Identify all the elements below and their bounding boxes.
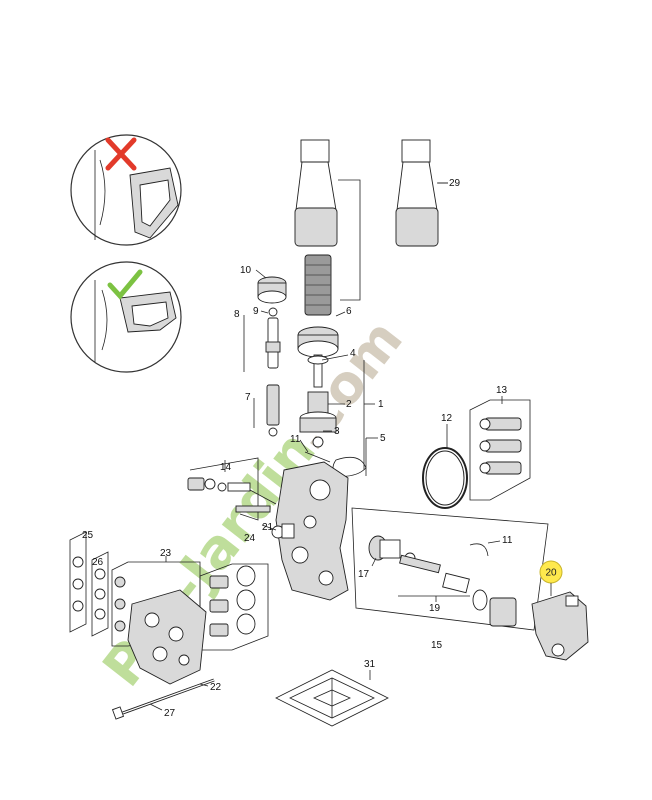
label-31: 31 xyxy=(364,659,376,680)
label-21: 21 xyxy=(261,522,277,533)
svg-text:6: 6 xyxy=(346,306,352,317)
seal-ring-10 xyxy=(257,276,287,304)
label-8: 8 xyxy=(234,309,245,372)
svg-text:8: 8 xyxy=(234,309,240,320)
cross-icon xyxy=(105,137,137,171)
label-23: 23 xyxy=(160,548,172,562)
filter-cap xyxy=(297,326,339,358)
gasket-set-31 xyxy=(275,669,389,727)
filter-cartridge-left xyxy=(294,139,338,247)
label-13: 13 xyxy=(496,385,508,404)
svg-text:23: 23 xyxy=(160,548,172,559)
svg-text:19: 19 xyxy=(429,603,441,614)
svg-text:9: 9 xyxy=(253,306,259,317)
svg-text:29: 29 xyxy=(449,178,461,189)
svg-text:20: 20 xyxy=(545,568,557,579)
label-4: 4 xyxy=(321,348,356,361)
pressure-screw-14 xyxy=(187,477,277,505)
label-10: 10 xyxy=(240,265,267,279)
label-12: 12 xyxy=(441,413,453,448)
svg-text:14: 14 xyxy=(220,462,232,473)
valve-assembly-15 xyxy=(368,535,517,627)
label-5: 5 xyxy=(365,433,386,476)
part-numbers: 29 10 6 9 8 4 7 2 1 3 5 11 13 12 14 21 1… xyxy=(82,178,513,719)
svg-text:10: 10 xyxy=(240,265,252,276)
mesh-filter xyxy=(304,254,332,316)
svg-text:24: 24 xyxy=(244,533,256,544)
label-29: 29 xyxy=(438,178,461,189)
check-icon xyxy=(107,269,143,300)
label-6: 6 xyxy=(335,306,352,317)
svg-text:15: 15 xyxy=(431,640,443,651)
label-17: 17 xyxy=(358,557,377,580)
label-15: 15 xyxy=(431,640,443,651)
svg-text:7: 7 xyxy=(245,392,251,403)
svg-text:27: 27 xyxy=(164,708,176,719)
label-11a: 11 xyxy=(290,434,309,453)
label-26: 26 xyxy=(92,557,104,568)
label-27: 27 xyxy=(149,703,176,719)
plunger-21 xyxy=(235,505,295,539)
inset-right xyxy=(70,261,182,373)
label-9: 9 xyxy=(253,306,269,317)
valve-seat-2 xyxy=(299,391,337,448)
svg-text:31: 31 xyxy=(364,659,376,670)
crankcase-22 xyxy=(127,589,207,685)
piston-set-24 xyxy=(209,565,256,637)
pump-head xyxy=(275,461,349,601)
valve-stem-4 xyxy=(307,354,329,388)
label-11b: 11 xyxy=(487,535,513,546)
label-19: 19 xyxy=(398,595,470,614)
o-ring-12 xyxy=(422,447,468,509)
svg-text:13: 13 xyxy=(496,385,508,396)
svg-text:25: 25 xyxy=(82,530,94,541)
svg-text:17: 17 xyxy=(358,569,370,580)
svg-text:3: 3 xyxy=(334,426,340,437)
inset-wrong xyxy=(70,134,182,246)
valve-piston-8 xyxy=(265,307,281,369)
label-22: 22 xyxy=(199,682,222,693)
svg-text:21: 21 xyxy=(262,522,274,533)
svg-text:11: 11 xyxy=(290,434,301,445)
svg-text:2: 2 xyxy=(346,399,352,410)
seal-rack-26 xyxy=(91,551,109,637)
seal-set-23 xyxy=(114,576,126,632)
label-14: 14 xyxy=(220,460,232,473)
seal-rack-25 xyxy=(69,531,87,633)
svg-text:22: 22 xyxy=(210,682,222,693)
unloader-valve-20 xyxy=(531,591,589,661)
long-bolt-27 xyxy=(111,678,215,720)
label-25: 25 xyxy=(82,530,94,541)
svg-text:12: 12 xyxy=(441,413,453,424)
label-2: 2 xyxy=(328,399,352,410)
label-3: 3 xyxy=(323,426,340,437)
valve-rack-13 xyxy=(469,399,531,501)
callout-20: 20 xyxy=(539,560,563,596)
label-7: 7 xyxy=(245,392,255,428)
svg-text:5: 5 xyxy=(380,433,386,444)
label-24: 24 xyxy=(244,533,256,544)
filter-cartridge-right xyxy=(395,139,439,247)
spring-7 xyxy=(266,384,280,437)
svg-text:1: 1 xyxy=(378,399,384,410)
svg-text:4: 4 xyxy=(350,348,356,359)
svg-text:11: 11 xyxy=(502,535,513,546)
svg-text:26: 26 xyxy=(92,557,104,568)
label-1: 1 xyxy=(363,360,384,470)
